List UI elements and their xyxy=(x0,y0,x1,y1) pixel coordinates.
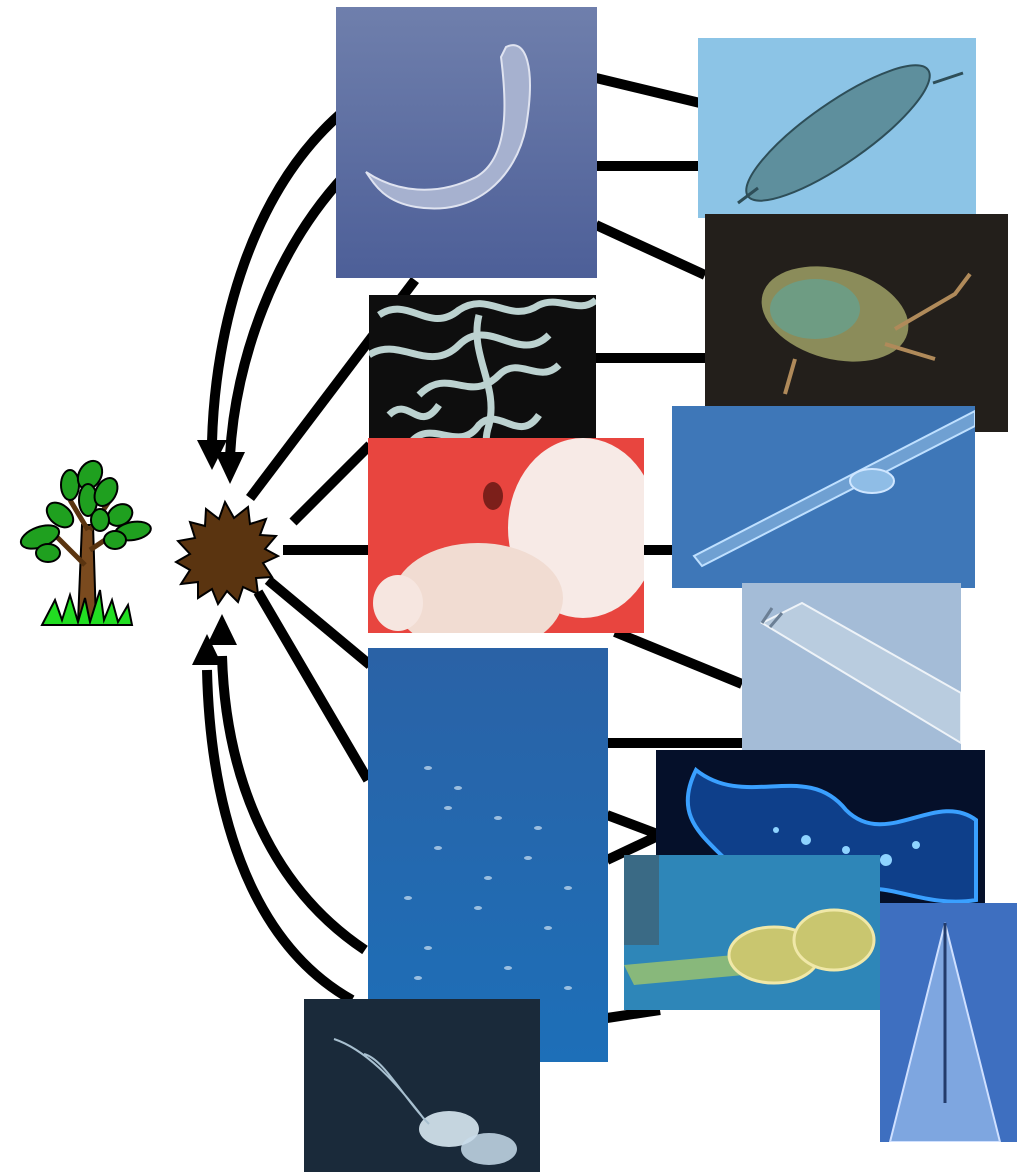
curled-nematode-photo xyxy=(336,7,597,278)
edge-om-bacteria-a xyxy=(268,580,370,665)
curve-top-inner xyxy=(230,175,345,456)
edge-nem-mite xyxy=(596,225,705,275)
curve-bottom-inner xyxy=(222,656,365,950)
sunburst-icon xyxy=(176,502,278,604)
arrow-head-bottom-inner xyxy=(207,614,237,645)
tree-icon xyxy=(14,457,152,626)
protozoa-photo xyxy=(624,855,880,1010)
mite-photo xyxy=(705,214,1008,432)
edge-nem-tardigrade-1 xyxy=(596,78,700,103)
nematode-mouthparts-photo xyxy=(742,583,961,750)
flagellate-photo xyxy=(304,999,540,1172)
edge-colony-pale xyxy=(615,632,742,684)
edge-om-colonies xyxy=(293,445,370,522)
nematode-tail-photo xyxy=(880,903,1017,1142)
edge-bact-amoeba xyxy=(607,815,660,835)
tardigrade-photo xyxy=(698,38,976,218)
nematode-head-photo xyxy=(672,406,975,588)
arrow-head-top-inner xyxy=(215,452,245,484)
edge-bact-flag xyxy=(607,1010,660,1018)
fungal-colony-photo xyxy=(368,438,644,633)
